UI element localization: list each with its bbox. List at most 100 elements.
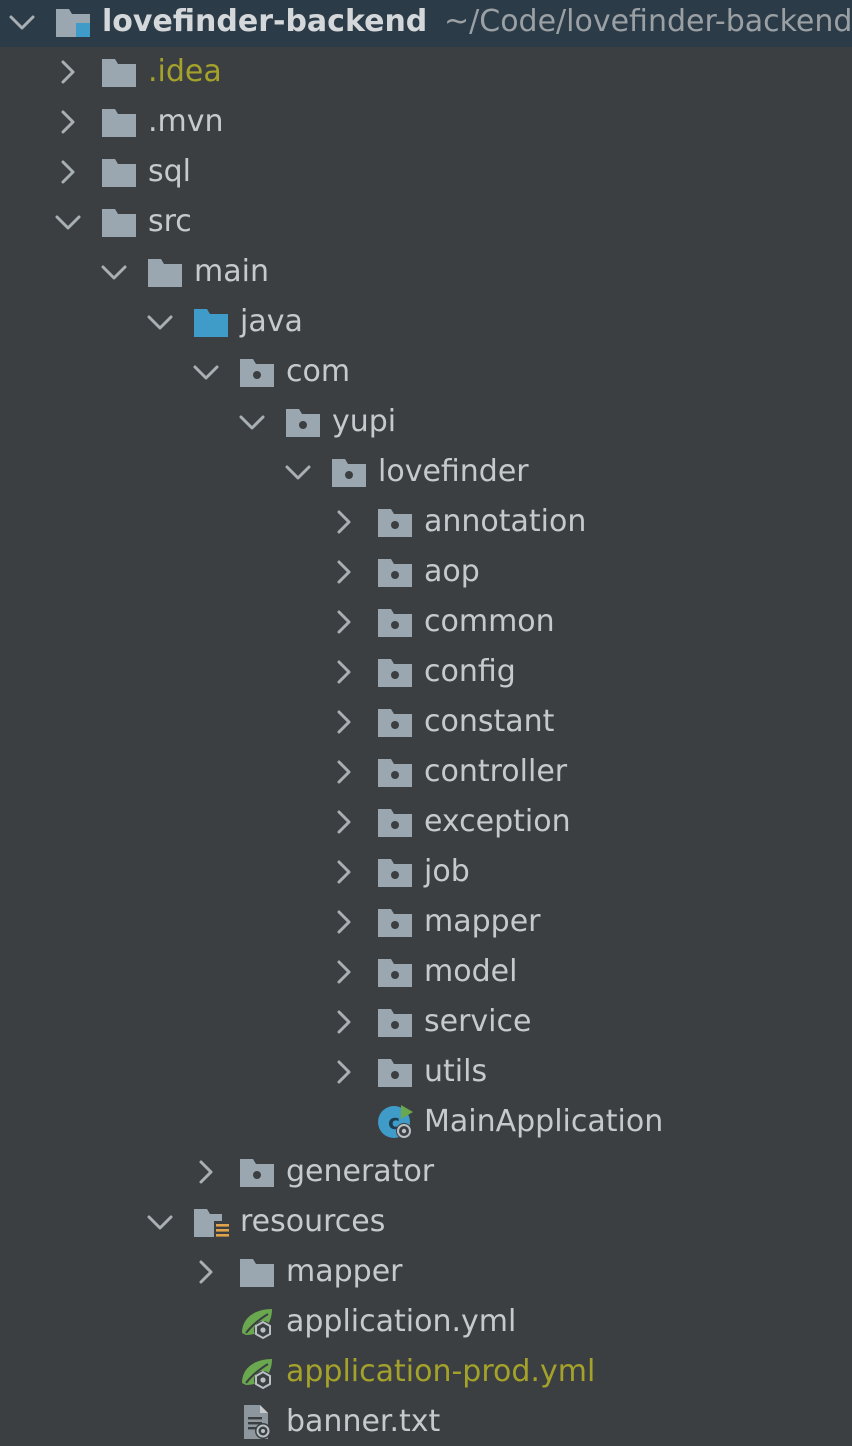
text-file-icon — [238, 1403, 278, 1441]
tree-item-application-yml[interactable]: application.yml — [0, 1297, 852, 1347]
tree-item-application-prod-yml[interactable]: application-prod.yml — [0, 1347, 852, 1397]
tree-item-label: utils — [424, 1054, 488, 1089]
tree-item-model[interactable]: model — [0, 947, 852, 997]
tree-item-label: service — [424, 1004, 532, 1039]
chevron-right-icon[interactable] — [330, 1058, 358, 1086]
chevron-down-icon[interactable] — [8, 8, 36, 36]
chevron-right-icon[interactable] — [54, 108, 82, 136]
tree-item-label: main — [194, 254, 269, 289]
chevron-down-icon[interactable] — [146, 308, 174, 336]
tree-item-banner-txt[interactable]: banner.txt — [0, 1397, 852, 1446]
tree-item-label: mapper — [424, 904, 541, 939]
tree-item-controller[interactable]: controller — [0, 747, 852, 797]
chevron-right-icon[interactable] — [330, 808, 358, 836]
chevron-right-icon[interactable] — [330, 908, 358, 936]
chevron-right-icon[interactable] — [330, 958, 358, 986]
tree-item-service[interactable]: service — [0, 997, 852, 1047]
source-root-folder-icon — [192, 303, 232, 341]
tree-item-label: sql — [148, 154, 192, 189]
tree-item-label: banner.txt — [286, 1404, 441, 1439]
tree-item-exception[interactable]: exception — [0, 797, 852, 847]
package-folder-icon — [376, 553, 416, 591]
chevron-down-icon[interactable] — [192, 358, 220, 386]
tree-item-resources[interactable]: resources — [0, 1197, 852, 1247]
folder-icon — [100, 53, 140, 91]
package-folder-icon — [376, 853, 416, 891]
chevron-right-icon[interactable] — [330, 1008, 358, 1036]
tree-item-mvn[interactable]: .mvn — [0, 97, 852, 147]
tree-item-annotation[interactable]: annotation — [0, 497, 852, 547]
chevron-down-icon[interactable] — [284, 458, 312, 486]
resources-folder-icon — [192, 1203, 232, 1241]
package-folder-icon — [376, 503, 416, 541]
chevron-down-icon[interactable] — [238, 408, 266, 436]
folder-icon — [100, 203, 140, 241]
tree-item-label: resources — [240, 1204, 386, 1239]
tree-item-src[interactable]: src — [0, 197, 852, 247]
tree-item-label: java — [240, 304, 303, 339]
package-folder-icon — [238, 353, 278, 391]
chevron-right-icon[interactable] — [330, 708, 358, 736]
tree-item-label: config — [424, 654, 516, 689]
chevron-right-icon[interactable] — [54, 58, 82, 86]
tree-item-sql[interactable]: sql — [0, 147, 852, 197]
tree-item-com[interactable]: com — [0, 347, 852, 397]
chevron-right-icon[interactable] — [192, 1158, 220, 1186]
tree-item-label: lovefinder — [378, 454, 529, 489]
tree-item-yupi[interactable]: yupi — [0, 397, 852, 447]
spring-boot-class-icon: c — [376, 1103, 416, 1141]
tree-item-label: src — [148, 204, 192, 239]
chevron-down-icon[interactable] — [100, 258, 128, 286]
chevron-right-icon[interactable] — [330, 858, 358, 886]
tree-item-common[interactable]: common — [0, 597, 852, 647]
tree-item-lovefinder[interactable]: lovefinder — [0, 447, 852, 497]
tree-root-row[interactable]: lovefinder-backend~/Code/lovefinder-back… — [0, 0, 852, 47]
tree-item-mapper[interactable]: mapper — [0, 1247, 852, 1297]
package-folder-icon — [376, 953, 416, 991]
tree-item-label: mapper — [286, 1254, 403, 1289]
tree-item-java[interactable]: java — [0, 297, 852, 347]
chevron-down-icon[interactable] — [146, 1208, 174, 1236]
chevron-right-icon[interactable] — [330, 608, 358, 636]
tree-item-label: .idea — [148, 54, 222, 89]
module-folder-icon — [54, 3, 94, 41]
tree-item-label: generator — [286, 1154, 435, 1189]
tree-item-generator[interactable]: generator — [0, 1147, 852, 1197]
tree-item-main[interactable]: main — [0, 247, 852, 297]
spring-yaml-file-icon — [238, 1353, 278, 1391]
package-folder-icon — [376, 703, 416, 741]
package-folder-icon — [284, 403, 324, 441]
project-path: ~/Code/lovefinder-backend — [444, 4, 852, 39]
package-folder-icon — [238, 1153, 278, 1191]
chevron-right-icon[interactable] — [330, 658, 358, 686]
tree-item-label: com — [286, 354, 351, 389]
chevron-down-icon[interactable] — [54, 208, 82, 236]
folder-icon — [100, 103, 140, 141]
tree-item-utils[interactable]: utils — [0, 1047, 852, 1097]
package-folder-icon — [376, 653, 416, 691]
tree-item-aop[interactable]: aop — [0, 547, 852, 597]
chevron-right-icon[interactable] — [54, 158, 82, 186]
spring-yaml-file-icon — [238, 1303, 278, 1341]
tree-item-mapper[interactable]: mapper — [0, 897, 852, 947]
tree-item-label: model — [424, 954, 518, 989]
tree-item-label: yupi — [332, 404, 397, 439]
package-folder-icon — [376, 903, 416, 941]
chevron-right-icon[interactable] — [330, 508, 358, 536]
tree-item-constant[interactable]: constant — [0, 697, 852, 747]
tree-item-label: annotation — [424, 504, 587, 539]
chevron-right-icon[interactable] — [192, 1258, 220, 1286]
chevron-right-icon[interactable] — [330, 558, 358, 586]
tree-item-config[interactable]: config — [0, 647, 852, 697]
tree-item-label: MainApplication — [424, 1104, 664, 1139]
tree-item-label: exception — [424, 804, 571, 839]
chevron-right-icon[interactable] — [330, 758, 358, 786]
package-folder-icon — [376, 603, 416, 641]
tree-item-label: application-prod.yml — [286, 1354, 596, 1389]
folder-icon — [146, 253, 186, 291]
tree-item-label: controller — [424, 754, 568, 789]
tree-item-idea[interactable]: .idea — [0, 47, 852, 97]
tree-item-job[interactable]: job — [0, 847, 852, 897]
